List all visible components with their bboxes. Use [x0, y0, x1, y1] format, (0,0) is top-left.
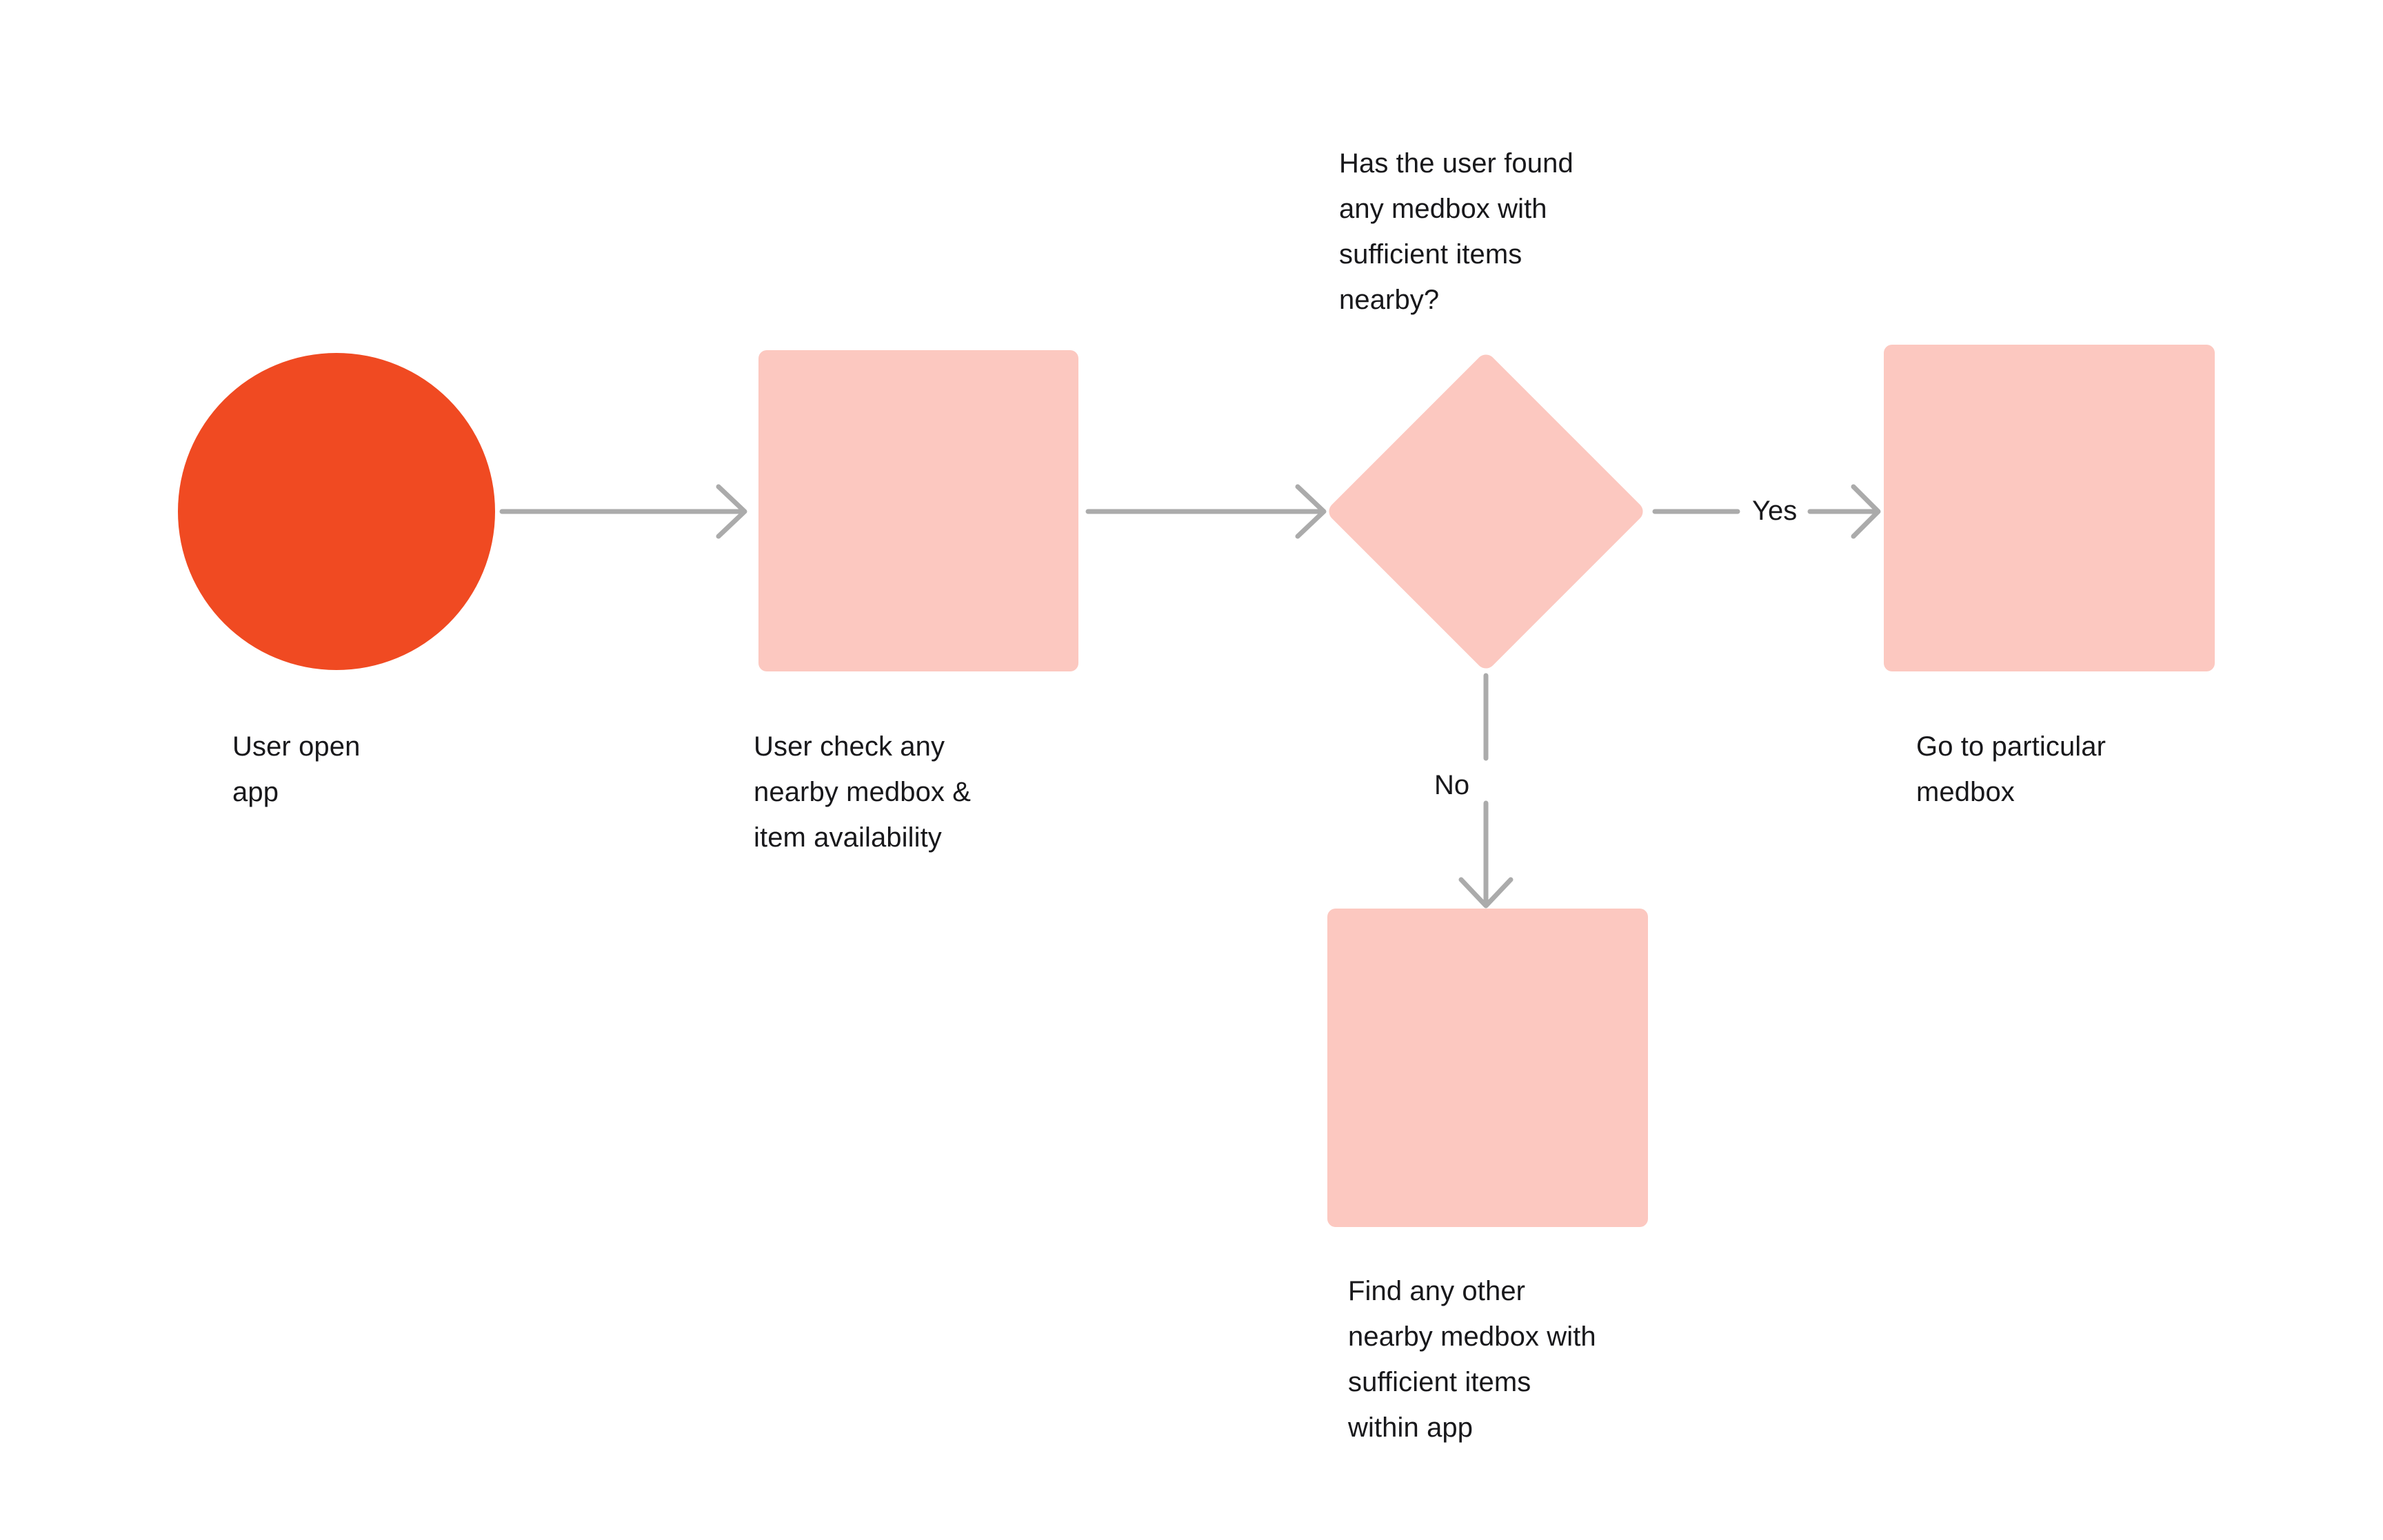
node-goto-shape[interactable]	[1884, 345, 2215, 671]
node-decision-caption: Has the user found any medbox with suffi…	[1339, 148, 1573, 315]
node-find-other-caption: Find any other nearby medbox with suffic…	[1348, 1276, 1596, 1443]
edge-start-to-check	[499, 484, 747, 539]
node-goto-caption: Go to particular medbox	[1916, 731, 2107, 807]
node-start-caption: User open app	[232, 731, 361, 807]
node-decision-shape[interactable]	[1325, 350, 1647, 673]
edge-label-no: No	[1434, 770, 1470, 800]
node-check-caption: User check any nearby medbox & item avai…	[754, 731, 972, 853]
node-check-shape[interactable]	[758, 350, 1078, 671]
edge-check-to-decision	[1085, 484, 1327, 539]
node-find-other-shape[interactable]	[1327, 909, 1648, 1227]
edge-label-yes: Yes	[1752, 496, 1798, 526]
node-start-shape[interactable]	[178, 353, 495, 670]
